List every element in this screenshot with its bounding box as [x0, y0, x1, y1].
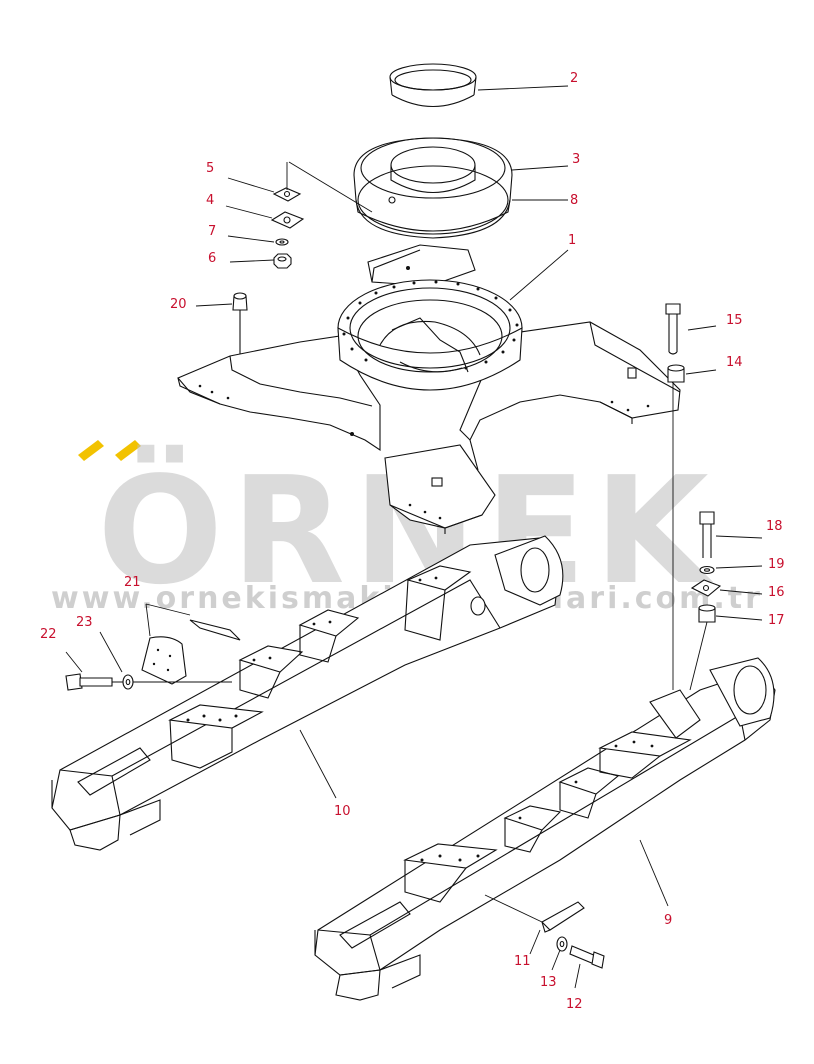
part-14-spacer [667, 364, 685, 383]
watermark-accent-right [115, 440, 141, 461]
part-9-track-frame-right [314, 657, 776, 1001]
callout-20: 20 [170, 297, 187, 312]
part-17-guide-line [689, 621, 708, 691]
part-22-bolt [65, 673, 232, 691]
part-23-washer [122, 674, 134, 690]
part-1-track-frame-center [177, 244, 681, 534]
callout-1: 1 [568, 233, 576, 248]
part-18-bolt [699, 511, 715, 558]
part-5-to-8-line [286, 161, 373, 213]
callout-labels: 2 3 8 1 5 4 7 6 20 15 14 18 19 16 17 21 … [40, 71, 785, 1012]
callout-9: 9 [664, 913, 672, 928]
callout-10: 10 [334, 804, 351, 819]
callout-7: 7 [208, 224, 216, 239]
leader-lines [65, 85, 763, 989]
callout-22: 22 [40, 627, 57, 642]
callout-21: 21 [124, 575, 141, 590]
part-4-plate [270, 211, 305, 229]
callout-15: 15 [726, 313, 743, 328]
part-13-washer [556, 936, 568, 952]
callout-14: 14 [726, 355, 743, 370]
callout-5: 5 [206, 161, 214, 176]
callout-13: 13 [540, 975, 557, 990]
callout-6: 6 [208, 251, 216, 266]
part-5-plate [272, 187, 302, 202]
part-2-seal-ring [389, 63, 477, 108]
part-7-washer [275, 238, 289, 246]
callout-19: 19 [768, 557, 785, 572]
callout-8: 8 [570, 193, 578, 208]
part-11-guide-line [484, 894, 543, 923]
part-17-spacer [698, 604, 716, 623]
part-3-cover [353, 137, 513, 239]
part-10-track-frame-left [51, 535, 564, 851]
part-16-plate [690, 579, 722, 597]
ring-bolt-holes [342, 280, 519, 370]
part-12-bolt [569, 945, 605, 969]
callout-3: 3 [572, 152, 580, 167]
part-19-washer [699, 565, 715, 575]
callout-23: 23 [76, 615, 93, 630]
callout-18: 18 [766, 519, 783, 534]
callout-4: 4 [206, 193, 214, 208]
callout-12: 12 [566, 997, 583, 1012]
callout-16: 16 [768, 585, 785, 600]
watermark-accent-left [78, 440, 104, 461]
callout-2: 2 [570, 71, 578, 86]
callout-17: 17 [768, 613, 785, 628]
part-15-bolt [665, 303, 681, 355]
part-6-nut [273, 253, 292, 269]
part-11-guard [541, 901, 585, 933]
callout-11: 11 [514, 954, 531, 969]
part-21-cover-plate [141, 603, 241, 685]
